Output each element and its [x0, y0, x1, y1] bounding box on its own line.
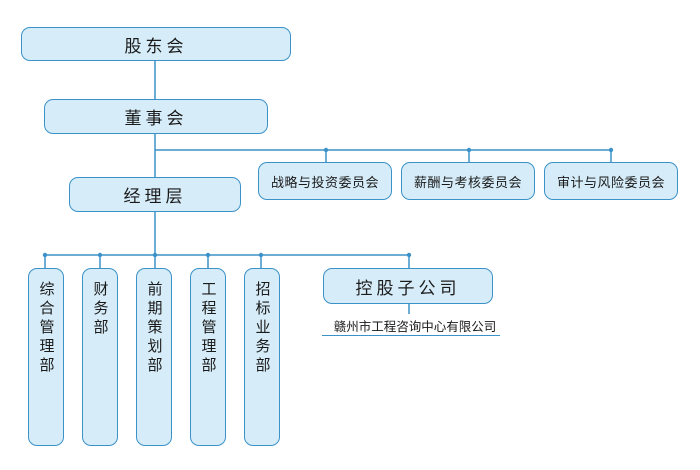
- dept-label: 工程管理部: [199, 281, 218, 376]
- node-dept-planning: 前期策划部: [136, 268, 172, 446]
- node-committee-strategy: 战略与投资委员会: [258, 162, 392, 200]
- node-dept-finance: 财务部: [82, 268, 118, 446]
- node-dept-tendering: 招标业务部: [244, 268, 280, 446]
- node-committee-audit: 审计与风险委员会: [544, 162, 678, 200]
- node-committee-remuneration: 薪酬与考核委员会: [401, 162, 535, 200]
- committee-label: 战略与投资委员会: [270, 175, 379, 191]
- node-management: 经理层: [69, 177, 241, 212]
- subsidiary-underline: [322, 335, 500, 336]
- committee-label: 审计与风险委员会: [556, 175, 665, 191]
- dept-label: 财务部: [91, 281, 110, 338]
- node-holding-company-label: 控股子公司: [355, 278, 461, 299]
- node-management-label: 经理层: [123, 187, 187, 207]
- node-shareholders: 股东会: [21, 27, 291, 61]
- committee-label: 薪酬与考核委员会: [413, 175, 522, 191]
- node-board: 董事会: [44, 99, 268, 134]
- node-holding-company: 控股子公司: [323, 268, 493, 304]
- node-dept-engineering: 工程管理部: [190, 268, 226, 446]
- node-dept-general: 综合管理部: [28, 268, 64, 446]
- dept-label: 招标业务部: [253, 281, 272, 376]
- node-board-label: 董事会: [124, 109, 188, 129]
- node-shareholders-label: 股东会: [124, 36, 188, 57]
- dept-label: 前期策划部: [145, 281, 164, 376]
- subsidiary-name: 赣州市工程咨询中心有限公司: [333, 319, 497, 334]
- dept-label: 综合管理部: [37, 281, 56, 376]
